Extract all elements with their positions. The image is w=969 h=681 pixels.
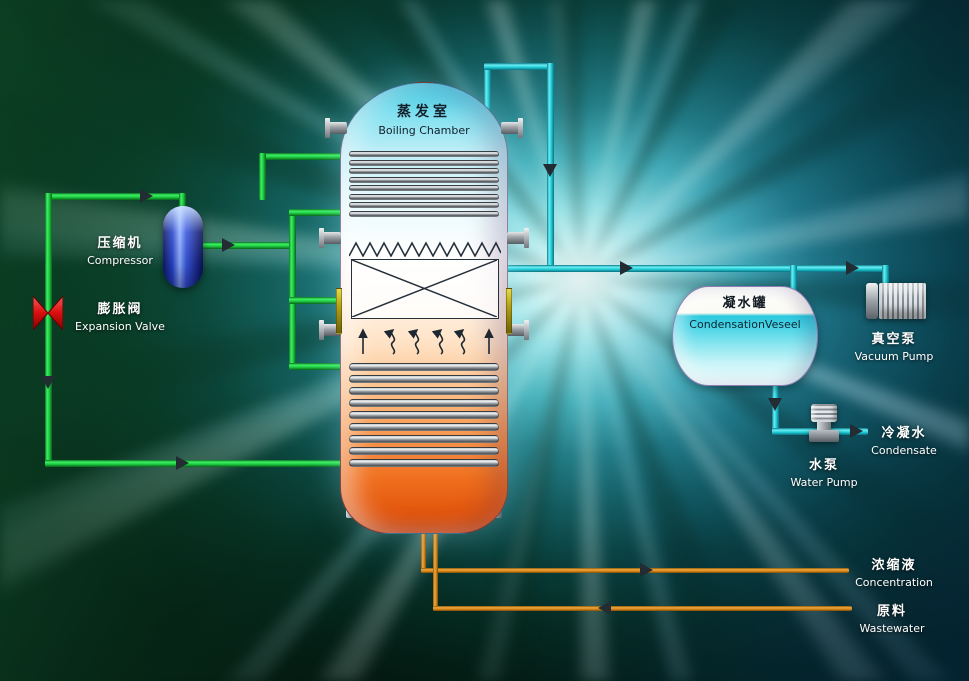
flow-arrow [176,456,189,470]
vessel-nozzle [501,118,523,138]
wastewater-label-en: Wastewater [859,622,925,635]
heat-exchanger-tube [349,375,499,383]
flow-arrow [620,261,633,275]
concentration-label-zh: 浓缩液 [871,558,917,573]
water-pump-icon [808,404,840,444]
flow-arrow [768,398,782,411]
expansion-valve-icon [32,294,64,334]
condensate-label-en: Condensate [871,444,937,457]
pipe-compressor-outlet [196,242,296,249]
heat-exchanger-tube [349,399,499,407]
condensate-label: 冷凝水 Condensate [868,422,940,457]
compressor-label-zh: 压缩机 [97,236,143,251]
water-pump-motor [811,404,837,422]
pipe-feed-riser [433,520,438,611]
pipe-heating-stub-bottom [289,363,345,370]
water-pump-label-zh: 水泵 [808,458,839,473]
pipe-concentrate-line [421,568,849,573]
vacuum-pump-label-zh: 真空泵 [871,332,917,347]
water-pump-label: 水泵 Water Pump [788,454,860,489]
bottom-coil-bundle [349,363,499,467]
condensate-label-zh: 冷凝水 [881,426,927,441]
vacuum-pump-endcap [866,283,878,319]
flow-arrow [850,424,863,438]
pipe-condenser-inlet [790,265,797,293]
top-coil-bundle [349,151,499,217]
pipe-feed-line [433,606,852,611]
boiling-chamber: 蒸发室 Boiling Chamber [340,82,508,534]
heat-exchanger-tube [349,210,499,217]
heat-exchanger-tube [349,387,499,395]
flow-arrow [41,376,55,389]
expansion-valve-label-zh: 膨胀阀 [97,302,143,317]
vessel-nozzle [325,118,347,138]
condensation-vessel: 凝水罐 CondensationVeseel [672,286,818,386]
heat-exchanger-tube [349,159,499,166]
compressor-label: 压缩机 Compressor [80,232,160,267]
heat-exchanger-tube [349,435,499,443]
pipe-heating-stub-mid [289,297,345,304]
heat-exchanger-tube [349,193,499,200]
heat-exchanger-tube [349,363,499,371]
heat-exchanger-tube [349,185,499,192]
pipe-heating-riser [289,209,296,370]
heat-exchanger-tube [349,151,499,157]
pipe-vessel-top-stub [484,63,491,113]
pipe-vapor-top [484,63,554,70]
boiling-chamber-title-zh: 蒸发室 [397,104,451,120]
vacuum-pump-icon [866,283,926,319]
wastewater-label: 原料 Wastewater [852,600,932,635]
water-pump-base [809,430,839,442]
heat-exchanger-tube [349,459,499,467]
boiling-chamber-title-en: Boiling Chamber [378,124,470,137]
flow-arrow [543,164,557,177]
vessel-nozzle [507,320,529,340]
expansion-valve-label-en: Expansion Valve [75,320,165,333]
heat-exchanger-tube [349,411,499,419]
flow-arrow [640,563,653,577]
vessel-nozzle [507,228,529,248]
expansion-valve-label: 膨胀阀 Expansion Valve [70,298,170,333]
heat-exchanger-tube [349,447,499,455]
steam-arrows [351,323,499,357]
pipe-expansion-line [45,193,52,467]
pipe-vapor-suction [259,153,345,160]
vacuum-pump-body [879,283,926,319]
compressor-icon [163,206,203,288]
vacuum-pump-label-en: Vacuum Pump [854,350,934,363]
compressor-label-en: Compressor [87,254,153,267]
heat-exchanger-tube [349,202,499,209]
sight-glass [336,288,342,334]
condensation-vessel-title: 凝水罐 CondensationVeseel [673,287,817,385]
water-pump-neck [817,422,831,430]
flow-arrow [140,189,153,203]
pipe-vacuum-pump-stub [882,265,889,291]
heat-exchanger-tube [349,423,499,431]
concentration-label: 浓缩液 Concentration [850,554,938,589]
pipe-vapor-main [505,265,889,272]
condensation-vessel-title-en: CondensationVeseel [689,318,801,331]
pipe-heating-return [45,460,357,467]
heat-exchanger-tube [349,168,499,175]
boiling-chamber-title: 蒸发室 Boiling Chamber [341,101,507,137]
heat-exchanger-tube [349,176,499,183]
flow-arrow [222,238,235,252]
pipe-heating-stub-top [289,209,345,216]
pipe-compressor-inlet [45,193,182,200]
demister-zigzag [348,241,502,258]
sight-glass [506,288,512,334]
water-pump-label-en: Water Pump [790,476,858,489]
pipe-compressor-top-stub [179,193,186,211]
heat-exchanger-box [351,259,499,319]
flow-arrow [846,261,859,275]
vessel-nozzle [319,228,341,248]
pipe-concentrate-drop [421,520,426,573]
wastewater-label-zh: 原料 [876,604,907,619]
concentration-label-en: Concentration [855,576,933,589]
pipe-vapor-suction-drop [259,153,266,200]
condensation-vessel-title-zh: 凝水罐 [722,296,768,311]
vacuum-pump-label: 真空泵 Vacuum Pump [850,328,938,363]
flow-arrow [598,601,611,615]
